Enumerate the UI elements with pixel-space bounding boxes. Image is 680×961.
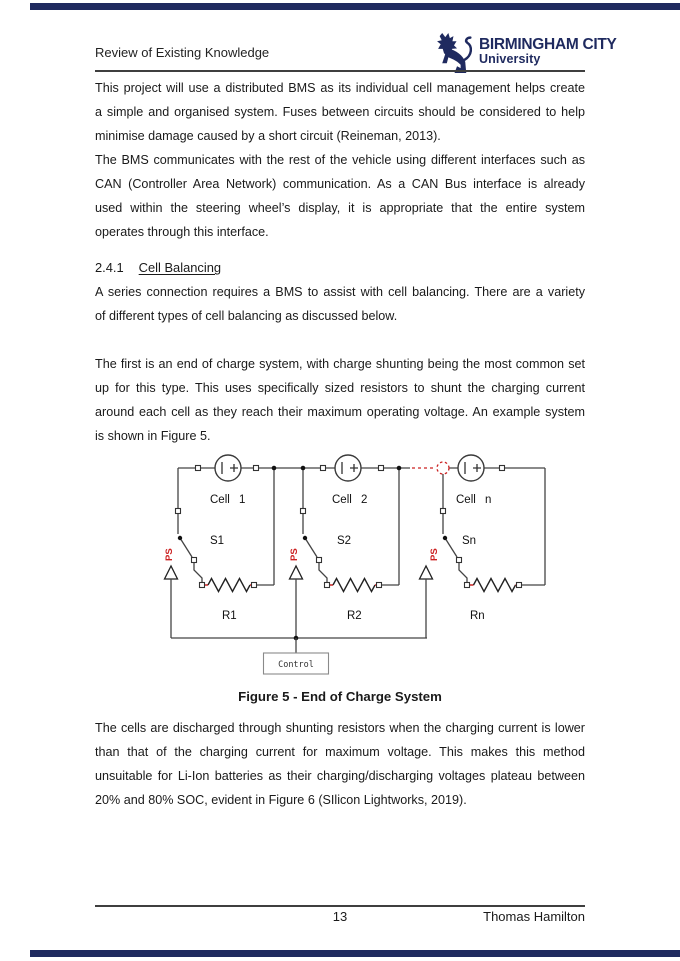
header-rule: [95, 70, 585, 72]
ps-label: PS: [289, 548, 300, 561]
terminal-pins: [174, 464, 260, 589]
figure-diagram: PS Cell 1 S1 R1: [0, 448, 680, 683]
cell-label: Cell 1: [210, 494, 245, 506]
section-title: Cell Balancing: [138, 260, 222, 275]
resistor-symbol: [332, 577, 376, 593]
top-accent-bar: [30, 3, 680, 10]
text-line: of different types of cell balancing as …: [95, 309, 398, 323]
switch-label: Sn: [462, 535, 476, 547]
section-number: 2.4.1: [95, 260, 124, 275]
text-line: used within the steering wheel’s display…: [95, 201, 585, 215]
text-line: is shown in Figure 5.: [95, 429, 211, 443]
circuit-svg: PS Cell 1 S1 R1: [163, 454, 546, 675]
bottom-accent-bar: [30, 950, 680, 957]
paragraph-3: A series connection requires a BMS to as…: [95, 280, 585, 328]
paragraph-5: The cells are discharged through shuntin…: [95, 716, 585, 812]
continuation-dashed-wire: [412, 461, 450, 475]
cell-label: Cell n: [456, 494, 491, 506]
section-heading: 2.4.1 Cell Balancing: [95, 256, 585, 280]
resistor-symbol: [207, 577, 251, 593]
control-arrow: [163, 564, 179, 580]
text-line: A series connection requires a BMS to as…: [95, 285, 585, 299]
circuit-section-1: PS Cell 1 S1 R1: [163, 454, 277, 638]
text-line: The cells are discharged through shuntin…: [95, 721, 585, 735]
cell-source-symbol: [457, 454, 485, 482]
footer: 13 Thomas Hamilton: [95, 909, 585, 929]
text-line: a simple and organised system. Fuses bet…: [95, 105, 585, 119]
brand-subname: University: [479, 52, 541, 66]
control-arrow: [418, 564, 434, 580]
paragraph-2: The BMS communicates with the rest of th…: [95, 148, 585, 244]
text-line: up for this type. This uses specifically…: [95, 381, 585, 395]
cell-label: Cell 2: [332, 494, 367, 506]
brand-text: BIRMINGHAM CITY University: [479, 37, 617, 66]
brand-name: BIRMINGHAM CITY: [479, 36, 617, 53]
switch-label: S2: [337, 535, 351, 547]
terminal-pins: [299, 464, 385, 589]
cell-source-symbol: [214, 454, 242, 482]
control-box: Control: [262, 635, 330, 675]
control-arrow: [288, 564, 304, 580]
circuit-section-3: PS Cell n Sn Rn: [418, 454, 545, 638]
footer-rule: [95, 905, 585, 907]
switch-label: S1: [210, 535, 224, 547]
control-label: Control: [278, 660, 314, 670]
text-line: CAN (Controller Area Network) communicat…: [95, 177, 585, 191]
text-line: This project will use a distributed BMS …: [95, 81, 585, 95]
circuit-section-2: PS Cell 2 S2 R2: [288, 454, 402, 638]
resistor-label: Rn: [470, 610, 485, 622]
ps-label: PS: [164, 548, 175, 561]
cell-source-symbol: [334, 454, 362, 482]
ps-label: PS: [429, 548, 440, 561]
text-line: operates through this interface.: [95, 225, 269, 239]
text-line: The BMS communicates with the rest of th…: [95, 153, 585, 167]
header-title: Review of Existing Knowledge: [95, 45, 270, 60]
text-line: minimise damage caused by a short circui…: [95, 129, 441, 143]
text-line: around each cell as they reach their max…: [95, 405, 585, 419]
resistor-label: R1: [222, 610, 237, 622]
text-line: 20% and 80% SOC, evident in Figure 6 (SI…: [95, 793, 467, 807]
body-text: This project will use a distributed BMS …: [95, 76, 585, 448]
page-number: 13: [332, 909, 348, 924]
text-line: The first is an end of charge system, wi…: [95, 357, 585, 371]
terminal-pins: [439, 464, 523, 589]
resistor-symbol: [472, 577, 517, 593]
bcu-logo: BIRMINGHAM CITY University: [436, 31, 666, 75]
paragraph-4: The first is an end of charge system, wi…: [95, 352, 585, 448]
bcu-lion-icon: [437, 33, 473, 73]
text-line: than that of the charging current for ma…: [95, 745, 585, 759]
figure-caption: Figure 5 - End of Charge System: [238, 689, 442, 704]
text-line: unsuitable for Li-Ion batteries as their…: [95, 769, 585, 783]
resistor-label: R2: [347, 610, 362, 622]
paragraph-1: This project will use a distributed BMS …: [95, 76, 585, 148]
author-name: Thomas Hamilton: [483, 909, 585, 924]
